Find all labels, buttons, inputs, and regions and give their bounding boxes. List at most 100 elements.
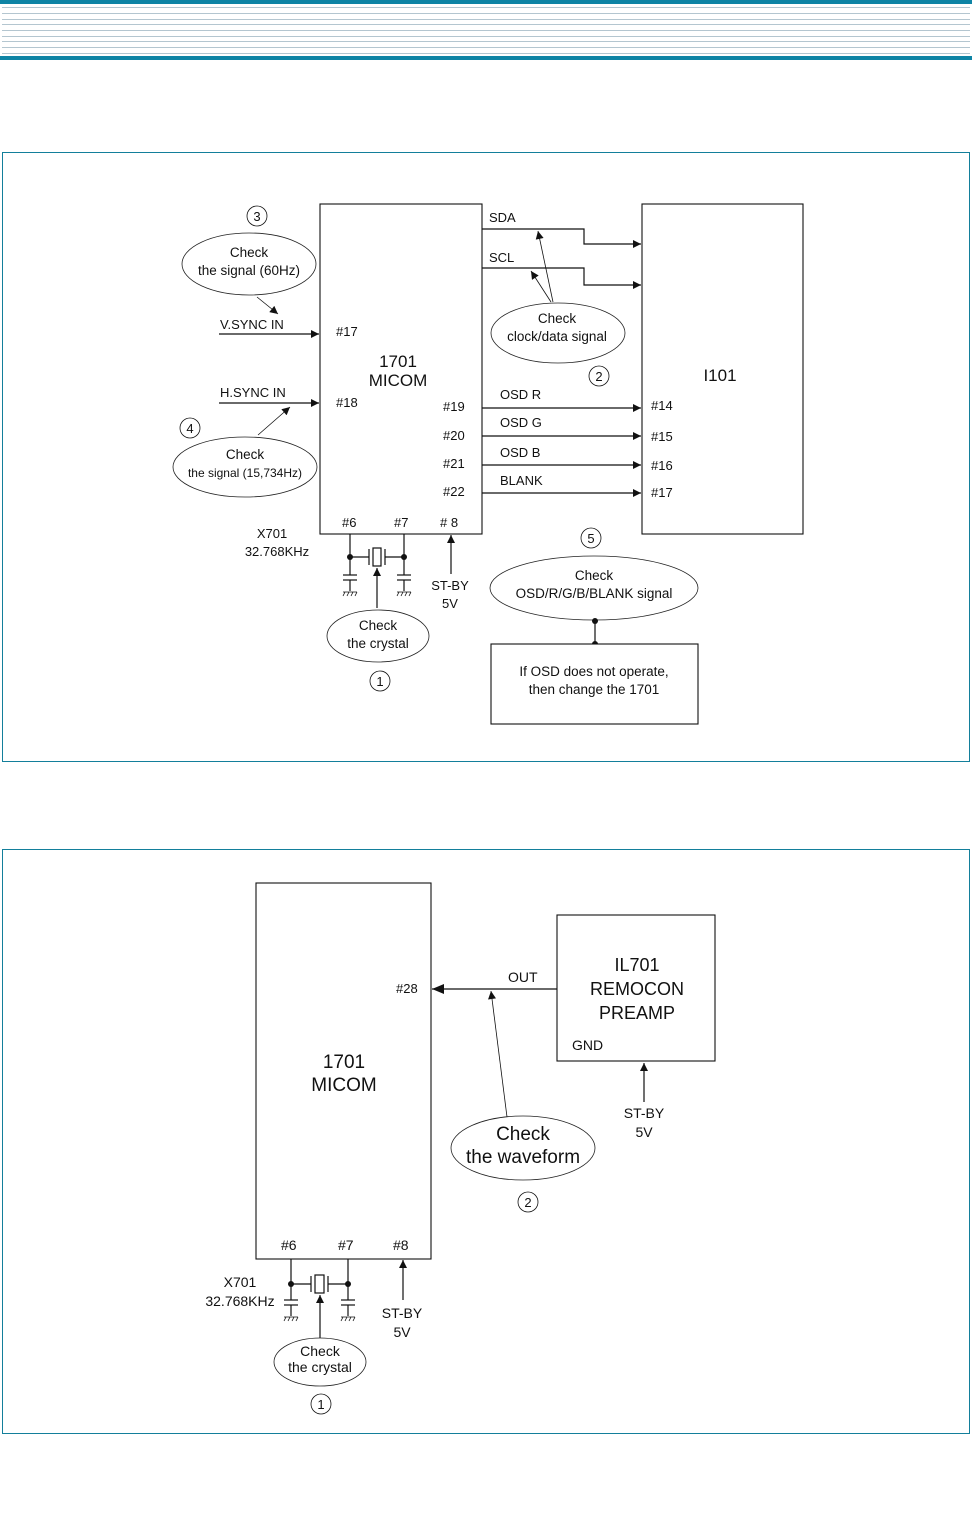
header-rule <box>2 30 970 31</box>
preamp-gnd: GND <box>572 1037 603 1053</box>
i101-pin-16: #16 <box>651 458 673 473</box>
connector-dot <box>592 618 598 624</box>
scl-label: SCL <box>489 250 514 265</box>
check-crystal-bubble <box>326 609 430 663</box>
action-box <box>490 643 699 725</box>
osd-r-label: OSD R <box>500 387 541 402</box>
step-2-number: 2 <box>595 369 602 384</box>
check-vsync-line1: Check <box>230 245 269 260</box>
check-osd-line2: OSD/R/G/B/BLANK signal <box>516 586 673 601</box>
sda-line <box>482 228 641 248</box>
diagram-panel-osd <box>2 152 970 762</box>
check-crystal2-line1: Check <box>300 1343 341 1359</box>
check-waveform-pointer <box>488 990 508 1118</box>
blank-label: BLANK <box>500 473 543 488</box>
micom-label: MICOM <box>369 371 428 390</box>
step-1-badge <box>369 670 391 692</box>
header-rule <box>2 41 970 42</box>
step-4-badge <box>179 417 201 439</box>
check-crystal2-bubble <box>273 1337 367 1387</box>
step-2-badge <box>588 365 610 387</box>
check-hsync-line2: the signal (15,734Hz) <box>188 466 302 480</box>
osd-b-label: OSD B <box>500 445 540 460</box>
action-line2: then change the 1701 <box>529 682 660 697</box>
check-crystal2-line2: the crystal <box>288 1359 352 1375</box>
micom2-label: MICOM <box>311 1075 376 1096</box>
crystal-ref: X701 <box>257 526 287 541</box>
header-rule <box>2 24 970 25</box>
pin-18: #18 <box>336 395 358 410</box>
step-3-number: 3 <box>253 209 260 224</box>
micom2-pin-6: #6 <box>281 1237 297 1253</box>
preamp-name: IL701 <box>614 955 659 975</box>
pin-28: #28 <box>396 981 418 996</box>
header-rule <box>2 7 970 8</box>
action-line1: If OSD does not operate, <box>519 664 668 679</box>
preamp-line3: PREAMP <box>599 1003 675 1023</box>
diagram-panel-remocon <box>2 849 970 1434</box>
preamp-line2: REMOCON <box>590 979 684 999</box>
i101-pin-15: #15 <box>651 429 673 444</box>
check-clock-data-line1: Check <box>538 311 577 326</box>
preamp-standby-label: ST-BY <box>624 1105 665 1121</box>
micom2-standby-label: ST-BY <box>382 1305 423 1321</box>
micom-block <box>319 203 483 535</box>
micom2-pin-8: #8 <box>393 1237 409 1253</box>
crystal2-freq: 32.768KHz <box>205 1293 274 1309</box>
header-rule <box>2 47 970 48</box>
header-top-bar <box>0 0 972 4</box>
check-scl-pointer <box>530 270 552 303</box>
step-2-badge-b <box>517 1191 539 1213</box>
step-2-number-b: 2 <box>524 1195 531 1210</box>
header-rule <box>2 36 970 37</box>
pin-19: #19 <box>443 399 465 414</box>
diagram-remocon: 1701 MICOM #28 #6 #7 #8 IL701 REMOCON PR… <box>205 882 716 1415</box>
check-osd-line1: Check <box>575 568 614 583</box>
check-clock-data-bubble <box>490 302 626 364</box>
check-vsync-bubble <box>181 232 317 296</box>
check-clock-data-line2: clock/data signal <box>507 329 607 344</box>
diagram-osd: 1701 MICOM #17 #18 #19 #20 #21 #22 #6 #7… <box>172 203 804 725</box>
check-crystal-line1: Check <box>359 618 398 633</box>
check-waveform-bubble <box>450 1115 596 1181</box>
header-rule <box>2 13 970 14</box>
check-waveform-line2: the waveform <box>466 1147 580 1168</box>
check-hsync-bubble <box>172 436 318 498</box>
pin-21: #21 <box>443 456 465 471</box>
preamp-standby-voltage: 5V <box>635 1124 653 1140</box>
osd-g-label: OSD G <box>500 415 542 430</box>
pin-20: #20 <box>443 428 465 443</box>
step-4-number: 4 <box>186 421 193 436</box>
crystal-freq: 32.768KHz <box>245 544 309 559</box>
crystal-oscillator-symbol-2 <box>283 1259 356 1322</box>
hsync-label: H.SYNC IN <box>220 385 286 400</box>
vsync-label: V.SYNC IN <box>220 317 284 332</box>
micom2-pin-7: #7 <box>338 1237 354 1253</box>
check-waveform-line1: Check <box>496 1124 550 1145</box>
step-5-number: 5 <box>587 531 594 546</box>
scl-line <box>482 267 641 289</box>
micom2-standby-voltage: 5V <box>393 1324 411 1340</box>
step-5-badge <box>580 527 602 549</box>
standby-voltage: 5V <box>442 596 458 611</box>
check-sda-pointer <box>535 230 554 303</box>
pin-7: #7 <box>394 515 408 530</box>
micom2-name: 1701 <box>323 1052 365 1073</box>
header-rule <box>2 53 970 54</box>
crystal2-ref: X701 <box>224 1274 257 1290</box>
check-hsync-line1: Check <box>226 447 265 462</box>
header-bottom-bar <box>0 56 972 60</box>
i101-block <box>641 203 804 535</box>
i101-pin-17: #17 <box>651 485 673 500</box>
out-label: OUT <box>508 969 538 985</box>
page-header-decoration <box>0 0 972 60</box>
pin-17: #17 <box>336 324 358 339</box>
header-rule <box>2 19 970 20</box>
sda-label: SDA <box>489 210 516 225</box>
standby-label: ST-BY <box>431 578 469 593</box>
micom-name: 1701 <box>379 352 417 371</box>
step-1-badge-b <box>310 1393 332 1415</box>
step-3-badge <box>246 205 268 227</box>
step-1-number-b: 1 <box>317 1397 324 1412</box>
